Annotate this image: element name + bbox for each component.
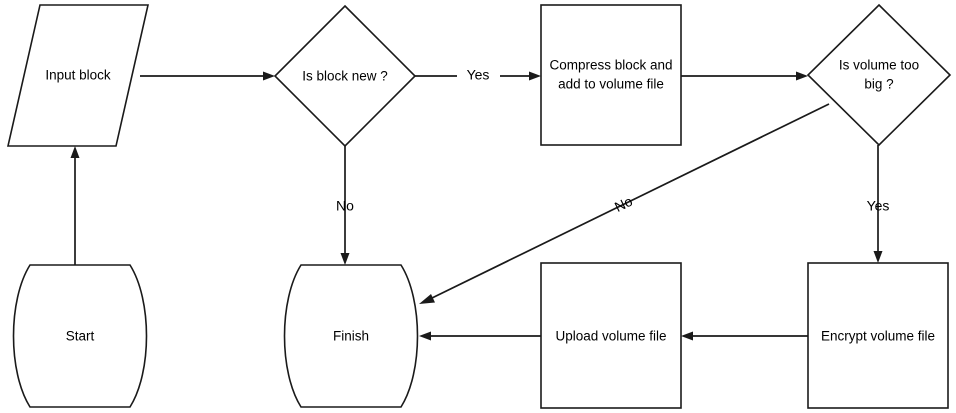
arrow-head-icon bbox=[263, 71, 275, 81]
node-shape-rectangle bbox=[540, 4, 682, 146]
node-label-line2: big ? bbox=[864, 77, 893, 92]
edge-is-block-new-yes-to-compress-block: Yes bbox=[415, 67, 541, 83]
edge-encrypt-volume-file-to-upload-volume-file bbox=[681, 331, 808, 341]
arrow-head-icon bbox=[340, 253, 350, 265]
arrow-head-icon bbox=[796, 71, 808, 81]
node-shape-diamond bbox=[806, 3, 952, 147]
node-label: Is block new ? bbox=[302, 69, 388, 84]
node-label: Finish bbox=[333, 329, 369, 344]
node-start[interactable]: Start bbox=[12, 264, 148, 408]
node-shape-terminator-barrel bbox=[283, 264, 419, 408]
node-upload-volume-file[interactable]: Upload volume file bbox=[540, 262, 682, 409]
node-shape-terminator-barrel bbox=[12, 264, 148, 408]
node-is-block-new[interactable]: Is block new ? bbox=[273, 4, 417, 148]
node-shape-diamond bbox=[273, 4, 417, 148]
arrow-head-icon bbox=[529, 71, 541, 81]
node-label-line1: Is volume too bbox=[839, 58, 919, 73]
node-label-line1: Compress block and bbox=[549, 58, 672, 73]
edge-upload-volume-file-to-finish bbox=[419, 331, 541, 341]
node-input-block[interactable]: Input block bbox=[6, 4, 150, 147]
edge-label-yes: Yes bbox=[467, 67, 490, 83]
edge-label-no: No bbox=[336, 198, 354, 214]
node-label: Upload volume file bbox=[555, 329, 666, 344]
edge-is-volume-too-big-yes-to-encrypt-volume-file: Yes bbox=[867, 145, 890, 263]
node-encrypt-volume-file[interactable]: Encrypt volume file bbox=[807, 262, 949, 409]
node-label: Input block bbox=[45, 68, 111, 83]
node-shape-rectangle bbox=[540, 262, 682, 409]
node-finish[interactable]: Finish bbox=[283, 264, 419, 408]
edge-label-no: No bbox=[612, 193, 635, 215]
arrow-head-icon bbox=[419, 294, 435, 304]
node-shape-parallelogram bbox=[6, 4, 150, 147]
arrow-head-icon bbox=[873, 251, 883, 263]
edge-start-to-input-block bbox=[70, 146, 80, 265]
node-is-volume-too-big[interactable]: Is volume too big ? bbox=[806, 3, 952, 147]
edge-line bbox=[431, 103, 830, 299]
edge-is-block-new-no-to-finish: No bbox=[336, 146, 354, 265]
node-label: Encrypt volume file bbox=[821, 329, 935, 344]
node-compress-block[interactable]: Compress block and add to volume file bbox=[540, 4, 682, 146]
edge-compress-block-to-is-volume-too-big bbox=[681, 71, 808, 81]
node-label: Start bbox=[66, 329, 95, 344]
arrow-head-icon bbox=[419, 331, 431, 341]
arrow-head-icon bbox=[70, 146, 80, 158]
arrow-head-icon bbox=[681, 331, 693, 341]
edge-input-block-to-is-block-new bbox=[140, 71, 275, 81]
edge-is-volume-too-big-no-to-finish: No bbox=[419, 103, 830, 304]
edge-label-yes: Yes bbox=[867, 198, 890, 214]
node-label-line2: add to volume file bbox=[558, 77, 664, 92]
node-shape-rectangle bbox=[807, 262, 949, 409]
